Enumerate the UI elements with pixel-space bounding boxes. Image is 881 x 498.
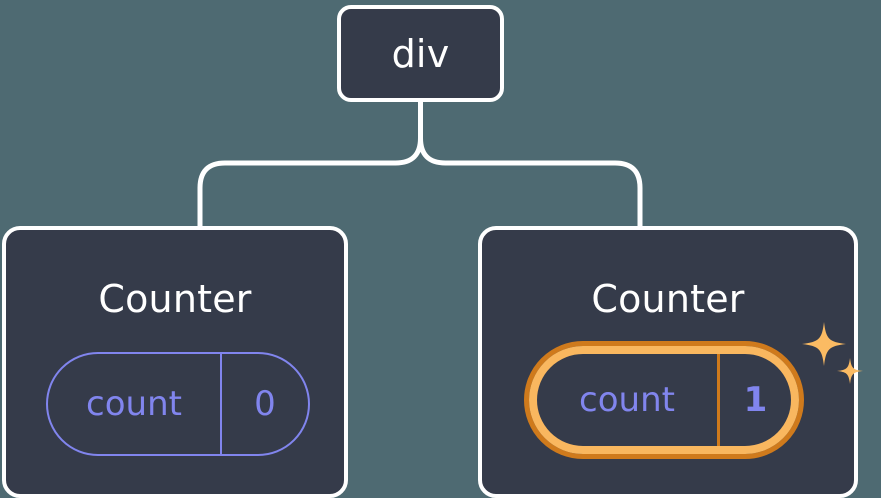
state-pill-right-highlighted[interactable]: count 1 xyxy=(524,341,804,459)
state-key-left: count xyxy=(48,354,222,454)
state-pill-right-inner-ring: count 1 xyxy=(529,346,799,454)
state-pill-left[interactable]: count 0 xyxy=(46,352,310,456)
node-div[interactable]: div xyxy=(337,5,504,102)
state-value-right: 1 xyxy=(743,380,768,420)
sparkle-large-icon xyxy=(802,322,846,366)
state-value-left: 0 xyxy=(254,384,276,424)
node-counter-left[interactable]: Counter count 0 xyxy=(2,226,348,498)
sparkle-small-icon xyxy=(837,358,863,384)
connector-branch-left xyxy=(197,135,423,231)
node-counter-right[interactable]: Counter count 1 xyxy=(478,226,863,498)
node-counter-left-label: Counter xyxy=(98,277,252,321)
node-div-label: div xyxy=(391,31,450,76)
node-counter-right-label: Counter xyxy=(591,277,745,321)
connector-branch-right xyxy=(418,135,643,231)
state-key-right: count xyxy=(537,354,720,446)
sparkle-group xyxy=(802,322,863,384)
